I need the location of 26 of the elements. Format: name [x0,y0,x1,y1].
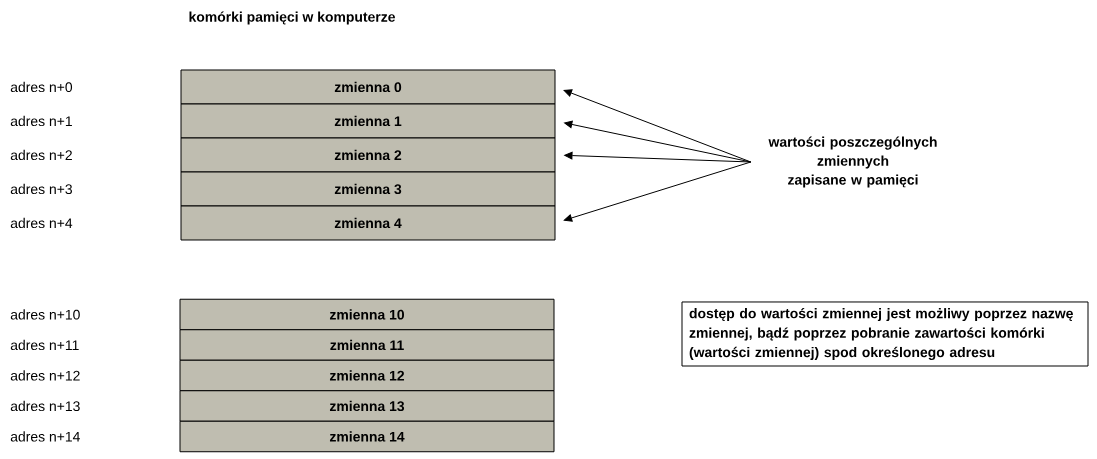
annotation-text: wartości poszczególnych zmiennych zapisane w pamięci [768,136,937,188]
address-label: adres n+14 [10,431,80,442]
heading: komórki pamięci w komputerze [189,11,395,25]
address-label: adres n+13 [10,400,80,412]
memory-cell: zmienna 0 [180,69,556,105]
memory-cell: zmienna 11 [179,329,555,361]
memory-cell: zmienna 14 [179,420,555,453]
arrow [563,89,752,163]
address-label: adres n+11 [10,339,79,351]
address-label: adres n+12 [10,370,80,381]
arrow [563,161,752,222]
memory-cell: zmienna 12 [179,359,555,392]
address-label: adres n+1 [10,115,72,127]
memory-cell: zmienna 4 [180,205,556,241]
address-label: adres n+4 [10,217,73,229]
memory-cell: zmienna 3 [180,171,556,207]
memory-cell: zmienna 10 [179,298,555,331]
address-label: adres n+2 [10,149,72,161]
address-label: adres n+3 [10,183,72,195]
arrow [564,151,752,163]
memory-cell: zmienna 1 [180,103,556,139]
address-label: adres n+0 [10,81,73,93]
note-box: dostęp do wartości zmiennej jest możliwy poprzez nazwę zmiennej, bądź poprzez pobranie zawartości komórki (wartości zmiennej) spod określonego adresu [681,301,1089,367]
memory-cell: zmienna 13 [179,390,555,422]
address-label: adres n+10 [10,309,80,320]
memory-cell: zmienna 2 [180,137,556,173]
